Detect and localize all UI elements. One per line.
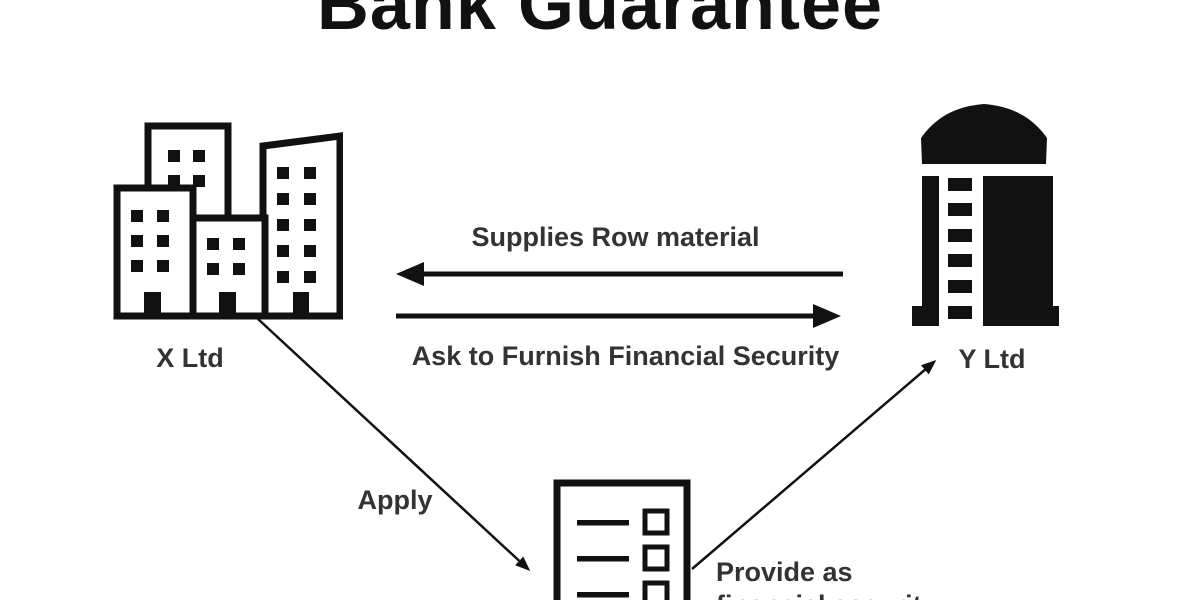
building-right-windows (277, 167, 316, 316)
building-front-middle-windows (207, 238, 245, 316)
ask-security-arrowhead-icon (813, 304, 841, 328)
document-outline (553, 479, 691, 600)
tower-shape (912, 104, 1059, 326)
checklist-document-icon (553, 479, 691, 600)
provide-arrow (691, 360, 937, 570)
x-ltd-label: X Ltd (156, 343, 224, 373)
provide-label-line1: Provide as (716, 557, 853, 587)
office-buildings-icon (113, 122, 343, 320)
supplies-arrow-label: Supplies Row material (471, 222, 760, 252)
building-front-left-windows (131, 210, 169, 316)
page-title: Bank Guarantee (316, 0, 884, 45)
supplies-arrowhead-icon (396, 262, 424, 286)
building-back-windows (168, 150, 205, 187)
y-ltd-label: Y Ltd (958, 344, 1026, 374)
apply-arrow-label: Apply (357, 485, 433, 515)
building-right (259, 132, 343, 320)
provide-label-line2: financial security (716, 590, 937, 600)
ask-security-arrow-label: Ask to Furnish Financial Security (411, 341, 840, 371)
document-rows (577, 508, 670, 600)
tower-building-icon (912, 104, 1059, 326)
